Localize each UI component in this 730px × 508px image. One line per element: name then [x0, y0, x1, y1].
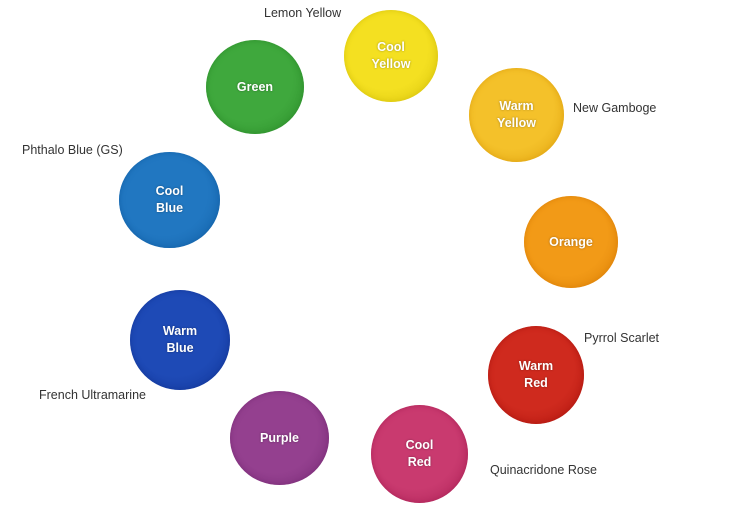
- swatch-warm-blue: Warm Blue: [130, 290, 230, 390]
- swatch-label-cool-red: Cool Red: [405, 438, 434, 469]
- swatch-warm-yellow: Warm Yellow: [469, 68, 564, 162]
- swatch-warm-red: Warm Red: [488, 326, 584, 424]
- pigment-new-gamboge: New Gamboge: [573, 101, 657, 115]
- pigment-quinacridone-rose: Quinacridone Rose: [490, 463, 598, 477]
- swatch-cool-blue: Cool Blue: [119, 152, 220, 248]
- swatch-purple: Purple: [230, 391, 329, 485]
- swatch-label-cool-blue: Cool Blue: [155, 184, 184, 215]
- swatch-label-warm-red: Warm Red: [518, 359, 554, 390]
- pigment-pyrrol-scarlet: Pyrrol Scarlet: [584, 331, 660, 345]
- swatch-label-purple: Purple: [260, 430, 299, 445]
- pigment-lemon-yellow: Lemon Yellow: [264, 6, 342, 20]
- swatch-green: Green: [206, 40, 304, 134]
- swatch-label-green: Green: [236, 79, 274, 94]
- swatch-orange: Orange: [524, 196, 618, 288]
- swatch-cool-red: Cool Red: [371, 405, 468, 503]
- swatch-label-cool-yellow: Cool Yellow: [371, 40, 411, 71]
- swatch-label-warm-yellow: Warm Yellow: [497, 99, 536, 130]
- pigment-phthalo-blue: Phthalo Blue (GS): [22, 143, 123, 157]
- pigment-french-ultramarine: French Ultramarine: [39, 388, 146, 402]
- swatch-label-warm-blue: Warm Blue: [162, 324, 198, 355]
- swatch-cool-yellow: Cool Yellow: [344, 10, 438, 102]
- swatch-label-orange: Orange: [549, 234, 593, 249]
